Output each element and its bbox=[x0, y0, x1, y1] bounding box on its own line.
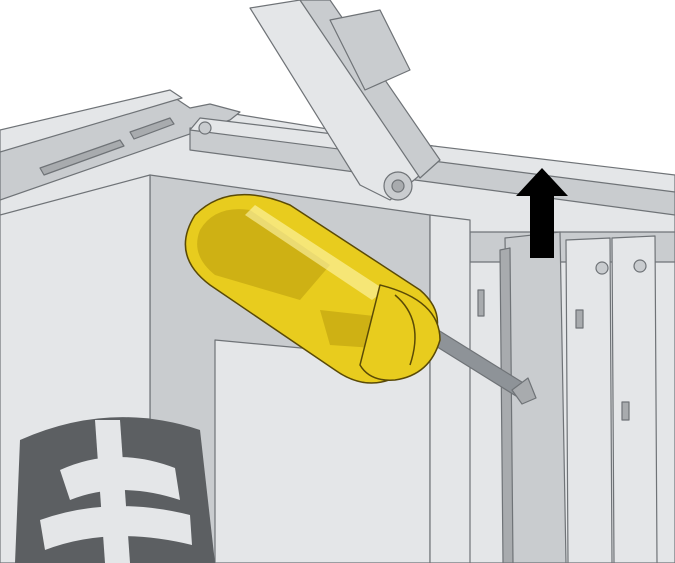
slot-screw bbox=[595, 261, 609, 275]
support-arm-side bbox=[299, 0, 441, 179]
slot-cover-edge bbox=[499, 247, 514, 563]
hinge-screw-inner bbox=[391, 179, 405, 193]
chassis-rear-edge bbox=[429, 214, 471, 563]
psu-fan-grille bbox=[15, 417, 215, 563]
up-arrow-icon bbox=[516, 168, 568, 258]
screwdriver-tip bbox=[511, 377, 537, 405]
rear-edge-hole bbox=[477, 289, 485, 317]
slot-cover-hole bbox=[575, 309, 584, 329]
slot-cover bbox=[611, 235, 658, 563]
rail-slot bbox=[129, 117, 175, 140]
screwdriver bbox=[184, 193, 537, 405]
slot-screw bbox=[633, 259, 647, 273]
slot-cover-hole bbox=[621, 401, 630, 421]
rail-slot bbox=[39, 139, 125, 176]
support-arm-clip bbox=[329, 9, 411, 91]
rail-screw bbox=[198, 121, 212, 135]
screwdriver-handle-cap bbox=[359, 284, 441, 381]
chassis-left-rail-top bbox=[0, 89, 183, 153]
slot-cover bbox=[565, 237, 613, 563]
